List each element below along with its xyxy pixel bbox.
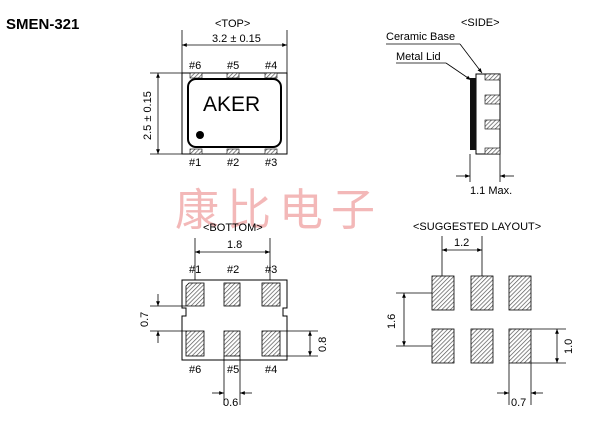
layout-height-dimension: 1.6 (386, 314, 398, 329)
ceramic-base-label: Ceramic Base (386, 31, 455, 43)
layout-right-dimension: 1.0 (563, 339, 575, 354)
bottom-pin-label: #3 (265, 264, 277, 276)
top-pin-label: #5 (227, 60, 239, 72)
top-logo: AKER (203, 93, 260, 116)
top-pin-label: #6 (189, 60, 201, 72)
bottom-right-dimension: 0.8 (317, 337, 329, 352)
metal-lid-label: Metal Lid (396, 51, 441, 63)
bottom-view-label: <BOTTOM> (203, 222, 263, 234)
top-view: <TOP> 3.2 ± 0.15 2.5 ± 0.15 AKER #6 #5 #… (142, 18, 288, 169)
watermark-text: 康比电子 (175, 185, 383, 236)
bottom-left-dimension: 0.7 (139, 312, 151, 327)
bottom-pad-width-dimension: 0.6 (223, 397, 238, 409)
suggested-layout-label: <SUGGESTED LAYOUT> (413, 221, 541, 233)
top-pin-label: #2 (227, 157, 239, 169)
pin1-marker-dot (196, 131, 204, 139)
bottom-pin-label: #6 (189, 364, 201, 376)
bottom-pin-label: #1 (189, 264, 201, 276)
top-view-label: <TOP> (215, 18, 250, 30)
bottom-pin-label: #2 (227, 264, 239, 276)
top-pin-label: #1 (189, 157, 201, 169)
top-height-dimension: 2.5 ± 0.15 (142, 91, 154, 140)
bottom-view: <BOTTOM> 1.8 #1 #2 #3 #6 #5 #4 0.7 (139, 222, 329, 409)
side-max-dimension: 1.1 Max. (470, 185, 512, 197)
top-pin-label: #3 (265, 157, 277, 169)
top-pin-label: #4 (265, 60, 277, 72)
side-view-label: <SIDE> (461, 17, 500, 29)
bottom-pin-label: #5 (227, 364, 239, 376)
layout-pad-dimension: 0.7 (511, 397, 526, 409)
bottom-pin-label: #4 (265, 364, 277, 376)
part-number-title: SMEN-321 (6, 16, 80, 33)
metal-lid-shape (470, 78, 476, 150)
top-width-dimension: 3.2 ± 0.15 (212, 33, 261, 45)
layout-pitch-dimension: 1.2 (454, 237, 469, 249)
side-view: <SIDE> Ceramic Base Metal Lid 1.1 Max. (386, 17, 514, 197)
bottom-pitch-dimension: 1.8 (227, 239, 242, 251)
suggested-layout-view: <SUGGESTED LAYOUT> 1.2 1.6 1.0 0.7 (386, 221, 575, 409)
